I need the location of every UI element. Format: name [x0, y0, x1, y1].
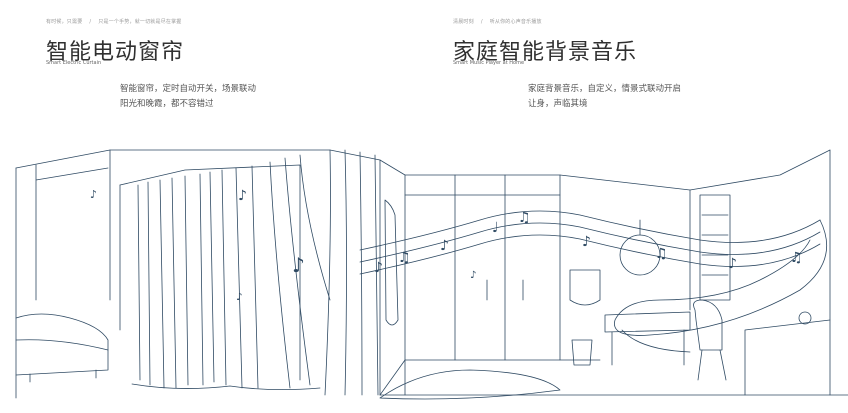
breadcrumb: 有时候，只需要 / 只是一个手势，就一切就是尽在掌握 — [46, 18, 182, 25]
breadcrumb-item: 清晨时刻 — [453, 19, 474, 25]
music-note-icon: ♪ — [292, 253, 305, 277]
music-note-icon: ♪ — [374, 260, 383, 276]
music-note-icon: ♫ — [790, 250, 803, 266]
section-description-line-1: 智能窗帘，定时自动开关，场景联动 — [120, 84, 257, 94]
section-title: 家庭智能背景音乐 — [453, 40, 638, 65]
music-note-icon: ♫ — [518, 210, 531, 226]
music-note-icon: ♫ — [655, 246, 668, 262]
section-subtitle: Smart Electric Curtain — [46, 60, 102, 66]
music-note-icon: ♫ — [398, 250, 411, 266]
section-title: 智能电动窗帘 — [46, 40, 185, 65]
section-description-line-2: 让身，声临其境 — [528, 99, 588, 109]
breadcrumb-separator: / — [480, 19, 483, 25]
music-note-icon: ♪ — [728, 256, 737, 272]
music-note-icon: ♪ — [236, 292, 242, 303]
music-note-icon: ♪ — [582, 234, 591, 250]
section-description-line-1: 家庭背景音乐，自定义，情景式联动开启 — [528, 84, 682, 94]
music-note-icon: ♪ — [90, 188, 97, 201]
section-subtitle: Smart Music Player at Home — [453, 60, 525, 66]
music-note-icon: ♪ — [470, 270, 476, 281]
music-note-icon: ♪ — [238, 188, 247, 204]
music-note-icon: ♩ — [492, 220, 499, 236]
breadcrumb-item: 有时候，只需要 — [46, 19, 83, 25]
breadcrumb: 清晨时刻 / 听从你的心声音乐播放 — [453, 18, 542, 25]
music-note-icon: ♪ — [440, 238, 449, 254]
breadcrumb-item: 只是一个手势，就一切就是尽在掌握 — [98, 19, 182, 25]
section-description-line-2: 阳光和晚霞，都不容错过 — [120, 99, 214, 109]
breadcrumb-item: 听从你的心声音乐播放 — [489, 19, 542, 25]
breadcrumb-separator: / — [89, 19, 92, 25]
